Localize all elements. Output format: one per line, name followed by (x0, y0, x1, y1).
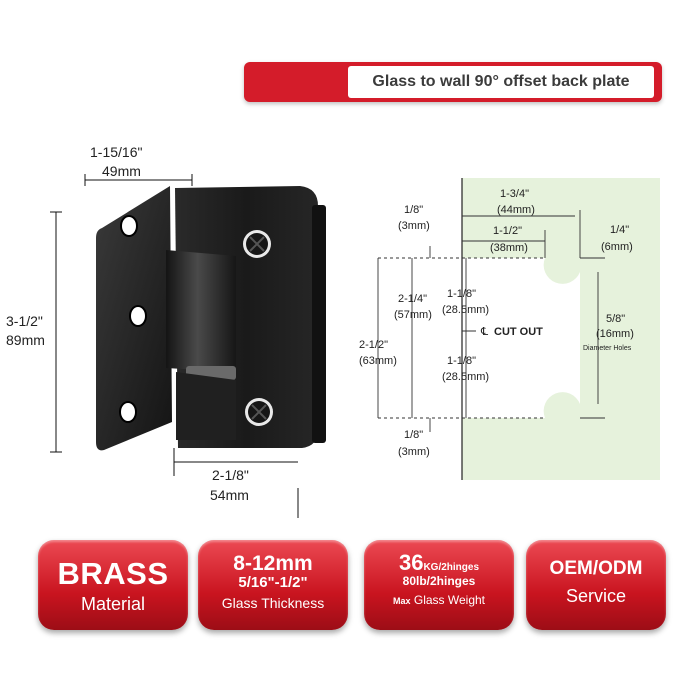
knuckle-lower (176, 372, 236, 440)
cutout-diagram: 1/8" (3mm) 1-3/4" (44mm) 1-1/2" (38mm) 1… (359, 178, 660, 480)
glass-edge (312, 205, 326, 443)
weight-lb: 80lb/2hinges (402, 574, 476, 588)
weight-value: 36 (398, 550, 424, 575)
hole-mm: (16mm) (596, 328, 634, 340)
outer-height-mm: (63mm) (359, 355, 397, 367)
title-banner: Glass to wall 90° offset back plate (244, 62, 662, 102)
plate-hole-top (120, 215, 138, 237)
cutout-dimension-lines (377, 210, 605, 432)
product-title: Glass to wall 90° offset back plate (348, 66, 654, 98)
hole-note: Diameter Holes (583, 345, 632, 352)
material-value: BRASS (57, 556, 169, 591)
total-width-in: 1-3/4" (500, 188, 529, 200)
hinge-illustration: 1-15/16" 49mm 3-1/2" 89mm 2-1/8" 54mm (6, 144, 326, 518)
bottom-gap-in: 1/8" (404, 429, 423, 441)
inner-width-in: 1-1/2" (493, 225, 522, 237)
inner-width-mm: (38mm) (490, 242, 528, 254)
screw-icon (243, 230, 271, 258)
thickness-badge: 8-12mm 5/16"-1/2" Glass Thickness (198, 540, 348, 630)
center-mark: ℄ (480, 326, 488, 338)
thickness-label: Glass Thickness (221, 595, 325, 611)
thickness-inches: 5/16"-1/2" (238, 574, 308, 591)
hole-in: 5/8" (606, 313, 625, 325)
weight-label: Glass Weight (413, 593, 485, 607)
material-label: Material (80, 594, 146, 614)
width-in-label: 1-15/16" (90, 144, 142, 160)
plate-hole-mid (129, 305, 147, 327)
thickness-value: 8-12mm (233, 552, 313, 575)
height-in: 2-1/4" (398, 293, 427, 305)
knuckle-upper (166, 250, 236, 372)
weight-badge: 36KG/2hinges 80lb/2hinges Max Glass Weig… (364, 540, 514, 630)
dimension-lines (50, 174, 299, 518)
weight-unit: KG/2hinges (423, 562, 480, 573)
upper-half-mm: (28.5mm) (442, 304, 489, 316)
total-width-mm: (44mm) (497, 204, 535, 216)
screw-icon (245, 398, 273, 426)
service-badge: OEM/ODM Service (526, 540, 666, 630)
radius-mm: (6mm) (601, 241, 633, 253)
lower-half-mm: (28.5mm) (442, 371, 489, 383)
depth-in-label: 2-1/8" (212, 467, 249, 483)
weight-prefix: Max (393, 596, 411, 606)
top-gap-mm: (3mm) (398, 220, 430, 232)
service-value: OEM/ODM (549, 558, 643, 579)
outer-height-in: 2-1/2" (359, 339, 388, 351)
upper-half-in: 1-1/8" (447, 288, 476, 300)
bottom-gap-mm: (3mm) (398, 446, 430, 458)
material-badge: BRASS Material (38, 540, 188, 630)
service-label: Service (565, 586, 627, 606)
glass-panel (462, 178, 660, 480)
lower-half-in: 1-1/8" (447, 355, 476, 367)
height-mm-label: 89mm (6, 332, 45, 348)
width-mm-label: 49mm (102, 163, 141, 179)
plate-hole-bottom (119, 401, 137, 423)
top-gap-in: 1/8" (404, 204, 423, 216)
depth-mm-label: 54mm (210, 487, 249, 503)
height-mm: (57mm) (394, 309, 432, 321)
cutout-label: CUT OUT (494, 326, 543, 338)
height-in-label: 3-1/2" (6, 313, 43, 329)
radius-in: 1/4" (610, 224, 629, 236)
